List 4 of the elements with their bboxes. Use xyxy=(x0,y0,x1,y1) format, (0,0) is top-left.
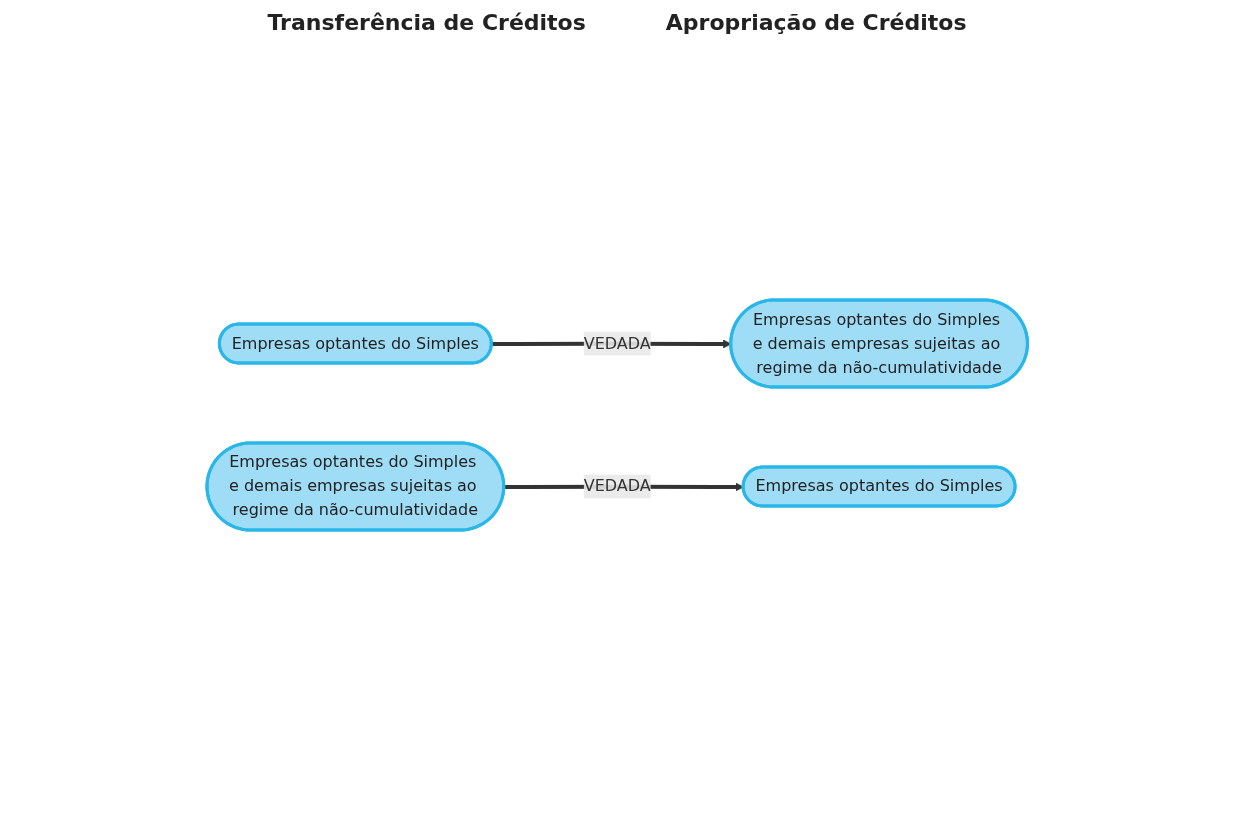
edge-label: VEDADA xyxy=(583,476,651,496)
section-heading: Transferência de Créditos xyxy=(267,10,586,35)
section-heading: Apropriação de Créditos xyxy=(665,10,967,35)
edge-label: VEDADA xyxy=(583,333,651,353)
